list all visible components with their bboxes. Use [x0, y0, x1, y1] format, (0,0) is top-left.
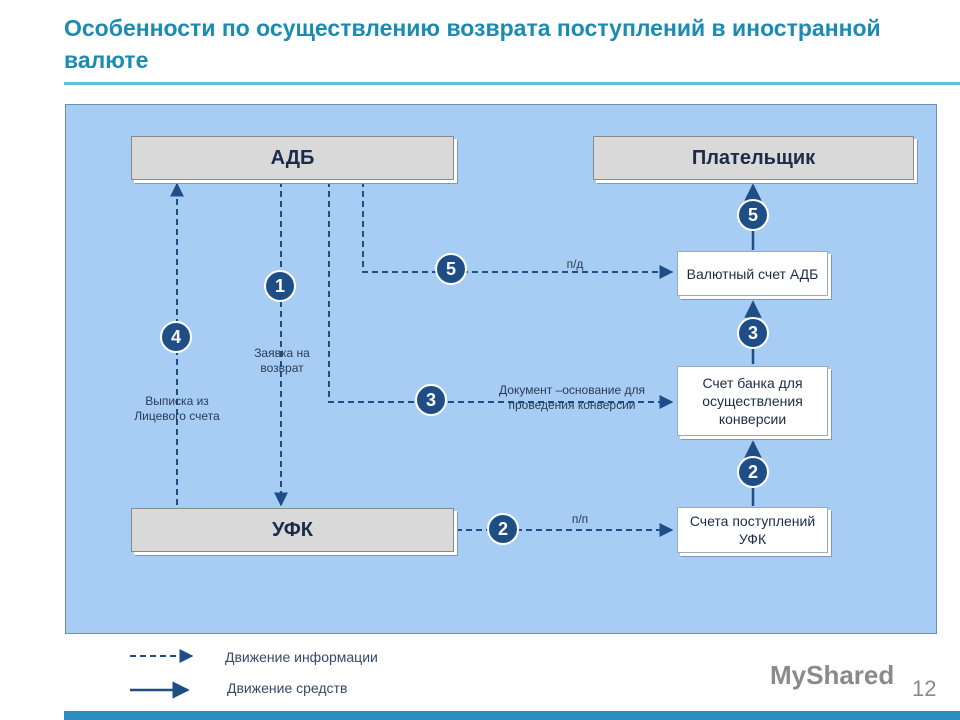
- step-badge-2-right: 2: [737, 456, 769, 488]
- bottom-bar: [64, 711, 960, 720]
- legend-funds-text: Движение средств: [227, 680, 348, 696]
- page-title: Особенности по осуществлению возврата по…: [64, 15, 881, 73]
- currency-account-box: Валютный счет АДБ: [677, 251, 828, 296]
- step-badge-1: 1: [264, 270, 296, 302]
- conversion-account-box: Счет банка для осуществления конверсии: [677, 366, 828, 436]
- step-badge-5-right: 5: [737, 199, 769, 231]
- watermark-logo: MyShared: [770, 660, 895, 690]
- legend-info-text: Движение информации: [225, 649, 378, 665]
- document-label: Документ –основание для проведения конве…: [499, 383, 645, 412]
- receipts-account-box: Счета поступлений УФК: [677, 507, 828, 553]
- title-divider: [64, 82, 960, 85]
- pd-label: п/д: [566, 257, 584, 271]
- step-badge-4: 4: [160, 321, 192, 353]
- pp-label: п/п: [571, 512, 589, 526]
- adb-box: АДБ: [131, 136, 454, 180]
- ufk-box: УФК: [131, 508, 454, 552]
- page-number: 12: [912, 676, 937, 701]
- request-label: Заявка на возврат: [254, 346, 310, 375]
- arrow-document: [328, 181, 674, 409]
- step-badge-3: 3: [415, 384, 447, 416]
- arrow-pd: [362, 181, 674, 279]
- step-badge-5: 5: [435, 253, 467, 285]
- step-badge-2: 2: [487, 513, 519, 545]
- statement-label: Выписка из Лицевого счета: [134, 394, 220, 423]
- step-badge-3-right: 3: [737, 317, 769, 349]
- payer-box: Плательщик: [593, 136, 914, 180]
